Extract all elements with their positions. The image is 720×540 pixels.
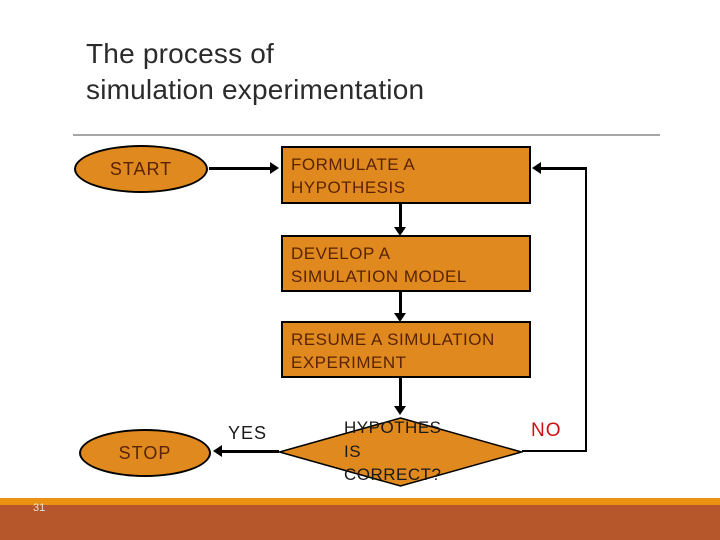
arrow-formulate-to-develop-head bbox=[394, 227, 406, 236]
branch-label-no: NO bbox=[531, 420, 562, 441]
decision-label: HYPOTHES IS CORRECT? bbox=[344, 418, 442, 484]
arrow-start-to-formulate-head bbox=[270, 162, 279, 174]
footer-accent-strip bbox=[0, 498, 720, 505]
start-label: START bbox=[109, 158, 173, 179]
slide-title-line1: The process of bbox=[86, 38, 274, 69]
stop-terminator-shape: STOP bbox=[79, 429, 211, 477]
loop-bottom-line bbox=[522, 450, 587, 452]
arrow-start-to-formulate-line bbox=[209, 167, 270, 170]
decision-diamond-shape bbox=[276, 417, 525, 487]
stop-label: STOP bbox=[118, 442, 172, 463]
arrow-decision-to-stop-line bbox=[222, 450, 279, 453]
arrow-decision-to-stop-head bbox=[213, 445, 222, 457]
slide-title: The process of simulation experimentatio… bbox=[86, 36, 646, 108]
process-box-formulate-hypothesis: FORMULATE A HYPOTHESIS bbox=[281, 146, 531, 204]
branch-label-yes: YES bbox=[228, 423, 268, 443]
slide-title-line2: simulation experimentation bbox=[86, 74, 425, 105]
process-box-resume-simulation-experiment: RESUME A SIMULATION EXPERIMENT bbox=[281, 321, 531, 378]
loop-vertical-line bbox=[585, 168, 587, 451]
footer-band bbox=[0, 505, 720, 540]
process-box-develop-simulation-model: DEVELOP A SIMULATION MODEL bbox=[281, 235, 531, 292]
arrow-loop-to-formulate-line bbox=[541, 167, 587, 170]
arrow-resume-to-decision-line bbox=[399, 378, 402, 406]
arrow-resume-to-decision-head bbox=[394, 406, 406, 415]
start-terminator-shape: START bbox=[74, 145, 208, 193]
title-divider-line bbox=[73, 134, 660, 136]
decision-diamond: HYPOTHES IS CORRECT? bbox=[276, 417, 525, 487]
arrow-develop-to-resume-line bbox=[399, 292, 402, 313]
arrow-formulate-to-develop-line bbox=[399, 204, 402, 227]
arrow-develop-to-resume-head bbox=[394, 313, 406, 322]
page-number: 31 bbox=[33, 502, 46, 514]
arrow-loop-to-formulate-head bbox=[532, 162, 541, 174]
